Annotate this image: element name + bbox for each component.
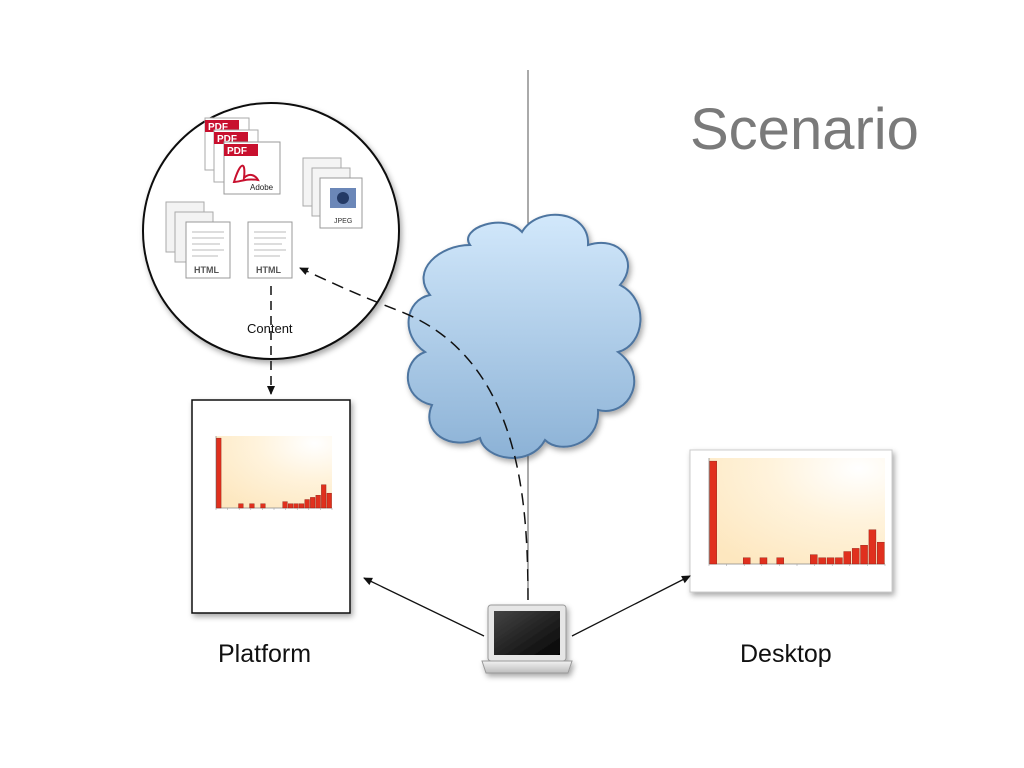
platform-chart <box>215 436 333 510</box>
chart-bar <box>868 529 877 565</box>
chart-bar <box>299 503 305 509</box>
desktop-label: Desktop <box>740 640 832 668</box>
content-label: Content <box>247 321 293 336</box>
chart-bar <box>776 557 784 565</box>
chart-bar <box>851 548 860 565</box>
chart-bar <box>310 497 316 509</box>
laptop-icon <box>481 604 573 674</box>
chart-bar <box>709 460 717 565</box>
pdf-tag-label: PDF <box>227 146 247 157</box>
chart-bar <box>818 557 826 565</box>
pdf-files-icon: PDF PDF PDF Adobe <box>204 117 281 195</box>
platform-label: Platform <box>218 640 312 668</box>
chart-bar <box>304 499 310 509</box>
chart-bar <box>843 551 852 565</box>
platform-page <box>191 399 351 614</box>
desktop-chart <box>708 458 886 566</box>
chart-bar <box>321 484 327 509</box>
chart-plot-area <box>216 436 332 508</box>
pdf-tag-label: PDF <box>217 134 237 145</box>
chart-bar <box>759 557 768 565</box>
chart-bar <box>835 557 843 565</box>
chart-bar <box>315 495 321 509</box>
chart-bar <box>216 437 222 509</box>
laptop-to-content-arrow <box>299 267 529 601</box>
desktop-window <box>689 449 893 593</box>
chart-bar <box>826 557 835 565</box>
chart-bar <box>742 557 751 565</box>
chart-bar <box>326 492 332 509</box>
html-label: HTML <box>256 265 281 275</box>
chart-plot-area <box>709 458 885 564</box>
chart-bar <box>293 503 299 509</box>
adobe-label: Adobe <box>250 183 274 192</box>
internet-cloud <box>406 213 642 459</box>
laptop-to-platform-arrow <box>363 577 485 637</box>
chart-bar <box>249 503 255 509</box>
chart-bar <box>288 503 294 509</box>
jpeg-label: JPEG <box>334 218 352 225</box>
html-files-icon: HTML <box>165 201 231 279</box>
html-label: HTML <box>194 265 219 275</box>
chart-bar <box>810 554 818 565</box>
jpeg-files-icon: JPEG <box>302 157 363 229</box>
chart-bar <box>282 501 288 509</box>
pdf-tag-label: PDF <box>208 122 228 133</box>
chart-bar <box>238 503 244 509</box>
chart-bar <box>877 541 885 565</box>
slide-title: Scenario <box>690 97 919 162</box>
html-file-icon: HTML <box>247 221 293 279</box>
chart-bar <box>260 503 266 509</box>
chart-bar <box>860 545 868 565</box>
laptop-to-desktop-arrow <box>571 575 691 637</box>
